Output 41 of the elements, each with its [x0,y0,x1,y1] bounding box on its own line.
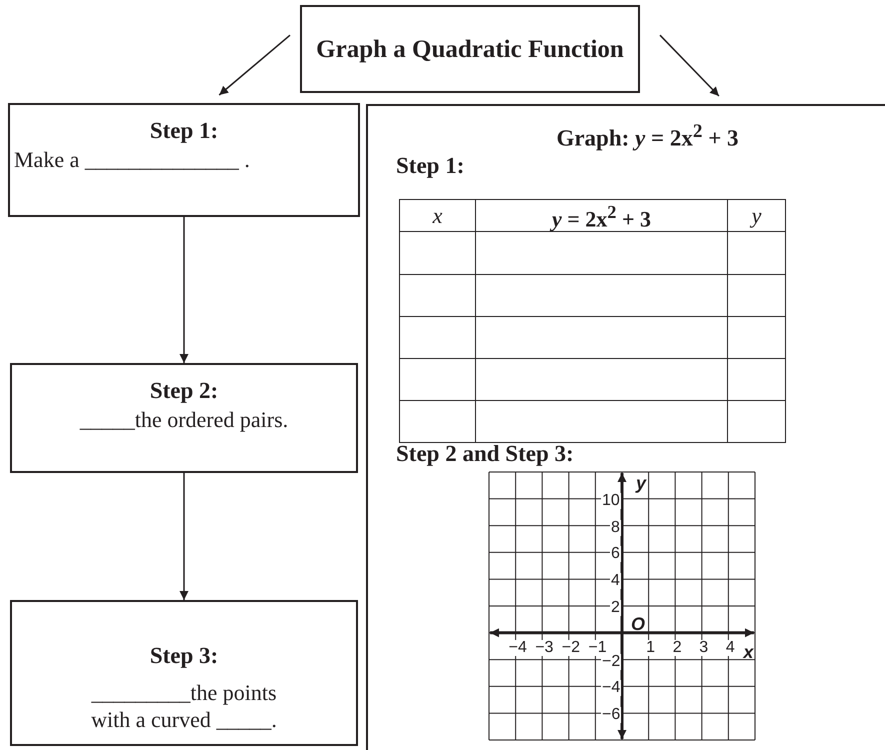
tick-label: 2 [672,640,683,656]
title-text: Graph a Quadratic Function [316,34,624,64]
table-header-cell: x [400,200,476,232]
graph-panel [366,104,885,750]
tick-label: 6 [610,546,621,562]
tick-label: 4 [610,573,621,590]
step-text: _____the ordered pairs. [78,406,290,433]
tick-label: −2 [601,654,622,670]
tick-label: 1 [645,640,656,656]
section-heading: Step 2 and Step 3: [396,440,574,467]
table-header-cell: y = 2x$^{2}$ + 3 [476,200,728,232]
table-header-cell: y [728,200,786,232]
origin-label: O [630,616,646,632]
tick-label: 8 [610,520,621,536]
step-text: Make a ______________ . [13,146,251,173]
step-box [8,103,360,217]
step-box [10,600,358,746]
tick-label: −3 [534,640,554,656]
step-heading: Step 2: [148,377,220,404]
axis-label: y [635,475,648,491]
arrow [180,217,188,363]
tick-label: 4 [724,640,736,656]
axis-label: x [742,644,754,660]
step-heading: Step 3: [148,642,220,669]
tick-label: 3 [698,640,710,656]
arrow [218,34,290,96]
tick-label: −4 [508,640,528,656]
step-heading: Step 1: [148,117,220,144]
arrow [180,473,188,600]
arrow [659,34,720,97]
tick-label: −2 [560,640,582,656]
title-box [300,5,640,93]
tick-label: −4 [601,680,622,696]
tick-label: 2 [610,600,621,616]
step-text: _________the points with a curved _____. [90,679,278,733]
section-heading: Step 1: [396,152,464,179]
tick-label: −6 [601,707,622,724]
step-box [10,363,358,473]
tick-label: −1 [587,640,608,656]
tick-label: 10 [601,492,621,509]
panel-title: Graph: y = 2x$^{2}$ + 3 [555,120,740,152]
